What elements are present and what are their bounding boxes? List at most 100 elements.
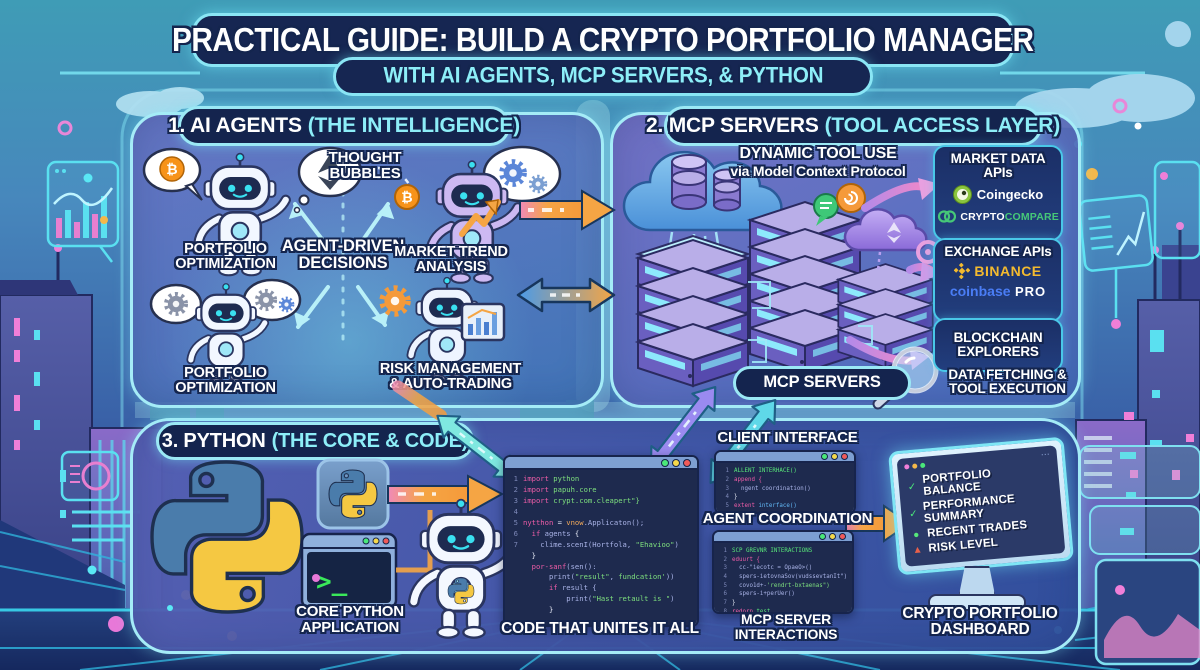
coingecko-text: Coingecko	[976, 187, 1044, 203]
header-python-main: 3. PYTHON	[161, 429, 266, 452]
check-icon: ✓	[907, 481, 917, 493]
screen-dots	[904, 462, 926, 470]
monitor-base	[928, 594, 1026, 611]
subtitle-banner: WITH AI AGENTS, MCP SERVERS, & PYTHON	[333, 57, 873, 96]
coinbase-text: coinbase	[949, 283, 1011, 300]
cryptocompare-row: CRYPTOCOMPARE	[937, 210, 1059, 223]
subtitle-text: WITH AI AGENTS, MCP SERVERS, & PYTHON	[383, 63, 823, 89]
label-data-fetching: DATA FETCHING & TOOL EXECUTION	[948, 367, 1067, 397]
label-crypto-dashboard: CRYPTO PORTFOLIO DASHBOARD	[902, 605, 1058, 639]
cryptocompare-text-2: COMPARE	[1004, 210, 1059, 223]
code-line: 3 cc-"iecotc = OpaeO>()	[723, 565, 813, 572]
label-thought-bubbles: THOUGHT BUBBLES	[328, 149, 402, 182]
code-line: if result {	[523, 583, 597, 593]
label-dynamic-tool-use: DYNAMIC TOOL USE	[739, 145, 897, 162]
inter-section-arrows-1-2	[516, 189, 616, 313]
coinbase-pro-text: PRO	[1014, 284, 1047, 300]
panel-blockchain-explorers: BLOCKCHAIN EXPLORERS	[933, 318, 1063, 372]
code-line: 6 if agents {	[513, 528, 580, 538]
client-titlebar	[716, 452, 854, 463]
terminal-prompt: >_	[316, 567, 348, 597]
binance-row: BINANCE	[937, 263, 1059, 280]
panel-exchange-apis: EXCHANGE APIs BINANCE coinbase PRO	[933, 238, 1063, 322]
code-line: 3 ngent coordination()	[725, 485, 811, 492]
traffic-light-red	[841, 453, 848, 460]
label-core-python-app: CORE PYTHON APPLICATION	[296, 603, 404, 636]
title-banner: PRACTICAL GUIDE: BUILD A CRYPTO PORTFOLI…	[172, 13, 1034, 67]
code-line: 5 covo1d+-'rendrt-bxtaenas")	[723, 582, 830, 589]
code-line: 4	[513, 506, 518, 516]
coinbase-row: coinbase PRO	[937, 283, 1059, 301]
chart-tablet-icon	[460, 302, 506, 342]
skyline-silhouettes	[150, 400, 594, 420]
check-icon: ✓	[908, 508, 919, 520]
traffic-light-green	[819, 533, 826, 540]
header-ai-agents-main: 1. AI AGENTS	[168, 113, 302, 137]
mcp-servers-pill: MCP SERVERS	[733, 366, 911, 400]
label-code-unites: CODE THAT UNITES IT ALL	[501, 620, 699, 637]
cloud-ethereum	[843, 207, 928, 271]
bitcoin-coin: ₿	[394, 184, 420, 210]
server-wires	[748, 281, 873, 363]
trend-arrow-icon	[459, 199, 501, 237]
left-neon-chart	[46, 160, 120, 263]
traffic-light-green	[821, 453, 828, 460]
python-art: >_	[150, 377, 912, 653]
bubble-ethereum	[293, 146, 363, 214]
cloud-top-left	[116, 87, 204, 117]
agent-decision-arrows	[288, 190, 395, 344]
label-market-trend-analysis: MARKET TREND ANALYSIS	[394, 244, 508, 276]
code-line: por-sanf(sen():	[523, 561, 597, 571]
panel-market-data-apis: MARKET DATA APIs Coingecko CRYPTOCOMPARE	[933, 145, 1063, 241]
code-line: 4}	[725, 494, 738, 501]
dashboard-screen: ⋯ ✓PORTFOLIO BALANCE✓PERFORMANCE SUMMARY…	[896, 445, 1066, 567]
header-mcp-main: 2. MCP SERVERS	[645, 113, 819, 137]
traffic-light-yellow	[829, 533, 836, 540]
title-text: PRACTICAL GUIDE: BUILD A CRYPTO PORTFOLI…	[172, 20, 1034, 59]
coingecko-icon	[952, 185, 972, 205]
screen-more-icon: ⋯	[1040, 448, 1051, 460]
ai-agents-art: ₿ ₿	[142, 145, 562, 402]
tri-icon: ▲	[912, 543, 923, 556]
left-neon-badge	[60, 450, 140, 542]
header-ai-agents: 1. AI AGENTS (THE INTELLIGENCE)	[168, 106, 520, 146]
header-mcp-paren: (TOOL ACCESS LAYER)	[824, 113, 1061, 137]
bubble-gear-left	[149, 283, 203, 325]
code-line: print("result", fundcation'))	[523, 572, 675, 582]
terminal-window: >_	[300, 532, 398, 610]
server-stack-left	[634, 234, 752, 387]
code-line: print("Hast retault is ")	[523, 594, 675, 604]
arrow-bidirectional	[516, 277, 616, 313]
traffic-light-red	[683, 458, 691, 467]
code-line: 6 spers-i+perUer()	[723, 591, 795, 598]
binance-text: BINANCE	[974, 263, 1042, 280]
label-client-interface: CLIENT INTERFACE	[717, 429, 858, 446]
label-portfolio-optimization-top: PORTFOLIO OPTIMIZATION	[175, 241, 276, 273]
mcp-titlebar	[714, 532, 852, 543]
traffic-light-green	[661, 458, 669, 467]
double-arrow-s1-s3	[391, 380, 526, 490]
code-line: 7 clime.scenI(Hortfola, "Ehavioo")	[513, 539, 679, 549]
label-mcp-interactions: MCP SERVER INTERACTIONS	[734, 611, 838, 642]
traffic-light-yellow	[672, 458, 680, 467]
bitcoin-icon: ₿	[166, 161, 177, 177]
database-cylinders	[671, 154, 741, 212]
thought-dashed-line	[377, 166, 412, 187]
dashboard-list: ✓PORTFOLIO BALANCE✓PERFORMANCE SUMMARY●R…	[905, 463, 1058, 556]
dashboard-monitor: ⋯ ✓PORTFOLIO BALANCE✓PERFORMANCE SUMMARY…	[887, 436, 1075, 576]
coingecko-row: Coingecko	[937, 185, 1059, 205]
